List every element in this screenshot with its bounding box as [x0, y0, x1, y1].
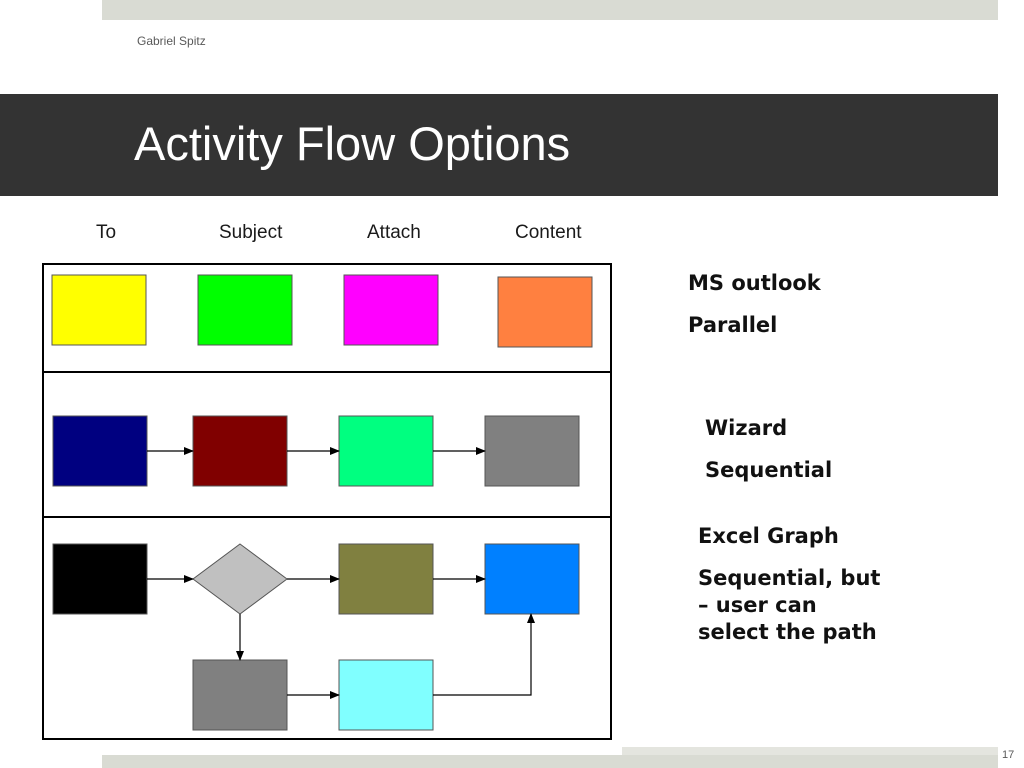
row2-notes: Wizard Sequential [705, 415, 832, 484]
column-label-subject: Subject [219, 222, 283, 243]
attach-box [338, 543, 434, 615]
decision-diamond [192, 543, 288, 615]
column-label-to: To [96, 222, 117, 243]
attach-box [343, 274, 439, 346]
row3-notes: Excel Graph Sequential, but – user can s… [698, 523, 880, 646]
subject-box [192, 415, 288, 487]
title-bar [0, 94, 998, 196]
author-name: Gabriel Spitz [137, 34, 206, 48]
note-line: – user can [698, 593, 817, 617]
slide-title: Activity Flow Options [134, 117, 571, 170]
bottom-decor-band [102, 755, 998, 768]
note-line: Excel Graph [698, 524, 839, 548]
note-line: Wizard [705, 416, 788, 440]
diagram-frame [42, 263, 612, 740]
top-decor-band [102, 0, 998, 20]
to-box [52, 415, 148, 487]
page-number: 17 [1002, 749, 1015, 761]
to-box [51, 274, 147, 346]
flow-arrow [433, 613, 535, 696]
alternate-step-box [192, 659, 288, 731]
column-label-attach: Attach [367, 222, 421, 243]
content-box [484, 543, 580, 615]
alternate-step-box [338, 659, 434, 731]
note-line: MS outlook [688, 271, 821, 295]
subject-box [197, 274, 293, 346]
note-line: Sequential [705, 458, 833, 482]
column-label-content: Content [515, 222, 582, 243]
to-box [52, 543, 148, 615]
row1-notes: MS outlook Parallel [688, 270, 821, 339]
note-line: select the path [698, 620, 877, 644]
content-box [497, 276, 593, 348]
note-line: Sequential, but [698, 566, 881, 590]
note-line: Parallel [688, 313, 778, 337]
attach-box [338, 415, 434, 487]
content-box [484, 415, 580, 487]
